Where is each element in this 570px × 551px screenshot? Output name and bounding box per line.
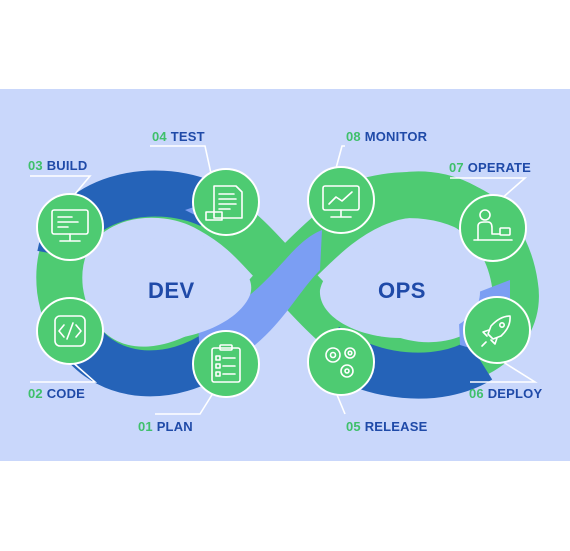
stage-label-operate: 07 OPERATE	[449, 160, 531, 175]
stage-label-code: 02 CODE	[28, 386, 85, 401]
chart-monitor-icon	[322, 185, 360, 218]
stage-label-release: 05 RELEASE	[346, 419, 428, 434]
stage-name: DEPLOY	[487, 386, 543, 401]
stage-name: OPERATE	[467, 160, 531, 175]
stage-number: 06	[469, 386, 484, 401]
monitor-icon	[51, 209, 89, 242]
rocket-icon	[481, 315, 511, 347]
stage-number: 08	[346, 129, 361, 144]
stage-number: 05	[346, 419, 361, 434]
stage-label-test: 04 TEST	[152, 129, 205, 144]
stage-label-deploy: 06 DEPLOY	[469, 386, 542, 401]
stage-name: CODE	[46, 386, 86, 401]
stage-label-build: 03 BUILD	[28, 158, 87, 173]
document-icon	[205, 185, 243, 221]
stage-name: PLAN	[156, 419, 193, 434]
gears-icon	[325, 347, 356, 378]
stage-name: MONITOR	[364, 129, 428, 144]
checklist-icon	[211, 344, 241, 383]
stage-label-monitor: 08 MONITOR	[346, 129, 427, 144]
stage-label-plan: 01 PLAN	[138, 419, 193, 434]
person-at-desk-icon	[473, 209, 513, 241]
code-brackets-icon	[54, 315, 86, 347]
stage-number: 07	[449, 160, 464, 175]
dev-label: DEV	[148, 278, 195, 303]
stage-number: 03	[28, 158, 43, 173]
infinity-inner-holes	[95, 238, 480, 341]
stage-number: 02	[28, 386, 43, 401]
stage-name: RELEASE	[364, 419, 428, 434]
ops-label: OPS	[378, 278, 426, 303]
stage-number: 01	[138, 419, 153, 434]
stage-name: BUILD	[46, 158, 88, 173]
stage-name: TEST	[170, 129, 205, 144]
stage-number: 04	[152, 129, 167, 144]
